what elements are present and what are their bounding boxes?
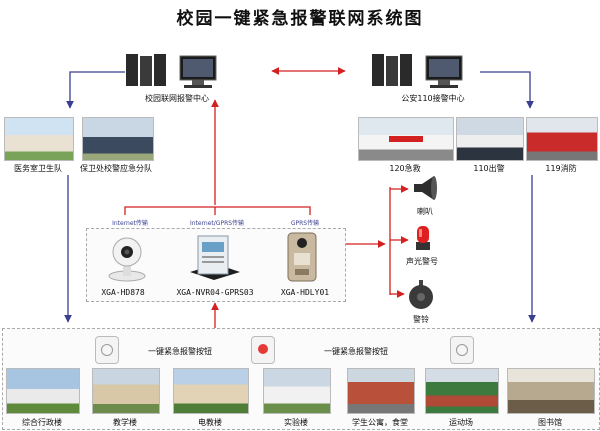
camera-device-icon (104, 232, 150, 282)
building-label-teaching: 教学楼 (113, 418, 137, 427)
camera-model-label: XGA-HD878 (101, 288, 145, 297)
building-photo-av (173, 368, 249, 414)
emergency-button-left[interactable] (95, 336, 119, 364)
building-photo-admin (6, 368, 80, 414)
police-center-computer-icon (368, 50, 468, 90)
building-photo-teaching (92, 368, 160, 414)
speaker-label: 喇叭 (417, 207, 433, 216)
strobe-label: 声光警号 (406, 257, 438, 266)
fire-label: 119消防 (545, 164, 577, 173)
speaker-icon (410, 172, 440, 204)
guard-photo (82, 117, 154, 161)
building-photo-library (507, 368, 595, 414)
campus-center-label: 校园联网报警中心 (145, 94, 209, 103)
ambulance-photo (358, 117, 454, 161)
building-photo-lab (263, 368, 331, 414)
emergency-button-center-dot (258, 344, 268, 354)
intercom-model-label: XGA-HDLY01 (280, 288, 330, 297)
building-label-admin: 综合行政楼 (22, 418, 62, 427)
building-photo-dorm (347, 368, 415, 414)
campus-center-computer-icon (122, 50, 222, 90)
intercom-device-icon (286, 231, 318, 283)
strobe-icon (413, 222, 433, 252)
bell-label: 警铃 (413, 315, 429, 324)
clinic-label: 医务室卫生队 (14, 164, 62, 173)
bell-icon (406, 280, 436, 310)
building-label-dorm: 学生公寓，食堂 (352, 418, 408, 427)
nvr-model-label: XGA-NVR04-GPRS03 (176, 288, 254, 297)
emergency-button-right[interactable] (450, 336, 474, 364)
line-police-to-right (480, 71, 534, 109)
emergency-button-center[interactable] (251, 336, 275, 364)
building-label-lab: 实验楼 (284, 418, 308, 427)
line-device-bus (124, 206, 311, 215)
nvr-device-icon (186, 232, 242, 282)
transmission-internet: Internet传输 (112, 220, 148, 227)
building-photo-field (425, 368, 499, 414)
police-center-label: 公安110接警中心 (401, 94, 465, 103)
clinic-photo (4, 117, 74, 161)
transmission-internet-gprs: Internet/GPRS传输 (189, 220, 245, 227)
fire-photo (526, 117, 598, 161)
building-label-field: 运动场 (449, 418, 473, 427)
emergency-button-left-label: 一键紧急报警按钮 (148, 347, 212, 356)
emergency-button-right-label: 一键紧急报警按钮 (324, 347, 388, 356)
police-out-photo (456, 117, 524, 161)
emergency-button-right-dot (456, 344, 468, 356)
building-label-library: 图书馆 (538, 418, 562, 427)
police-out-label: 110出警 (473, 164, 505, 173)
transmission-gprs: GPRS传输 (290, 220, 320, 227)
ambulance-label: 120急救 (389, 164, 421, 173)
building-label-av: 电教楼 (198, 418, 222, 427)
diagram-title: 校园一键紧急报警联网系统图 (176, 9, 424, 29)
line-campus-to-left (66, 71, 125, 109)
emergency-button-left-dot (101, 344, 113, 356)
guard-label: 保卫处校警应急分队 (80, 164, 152, 173)
